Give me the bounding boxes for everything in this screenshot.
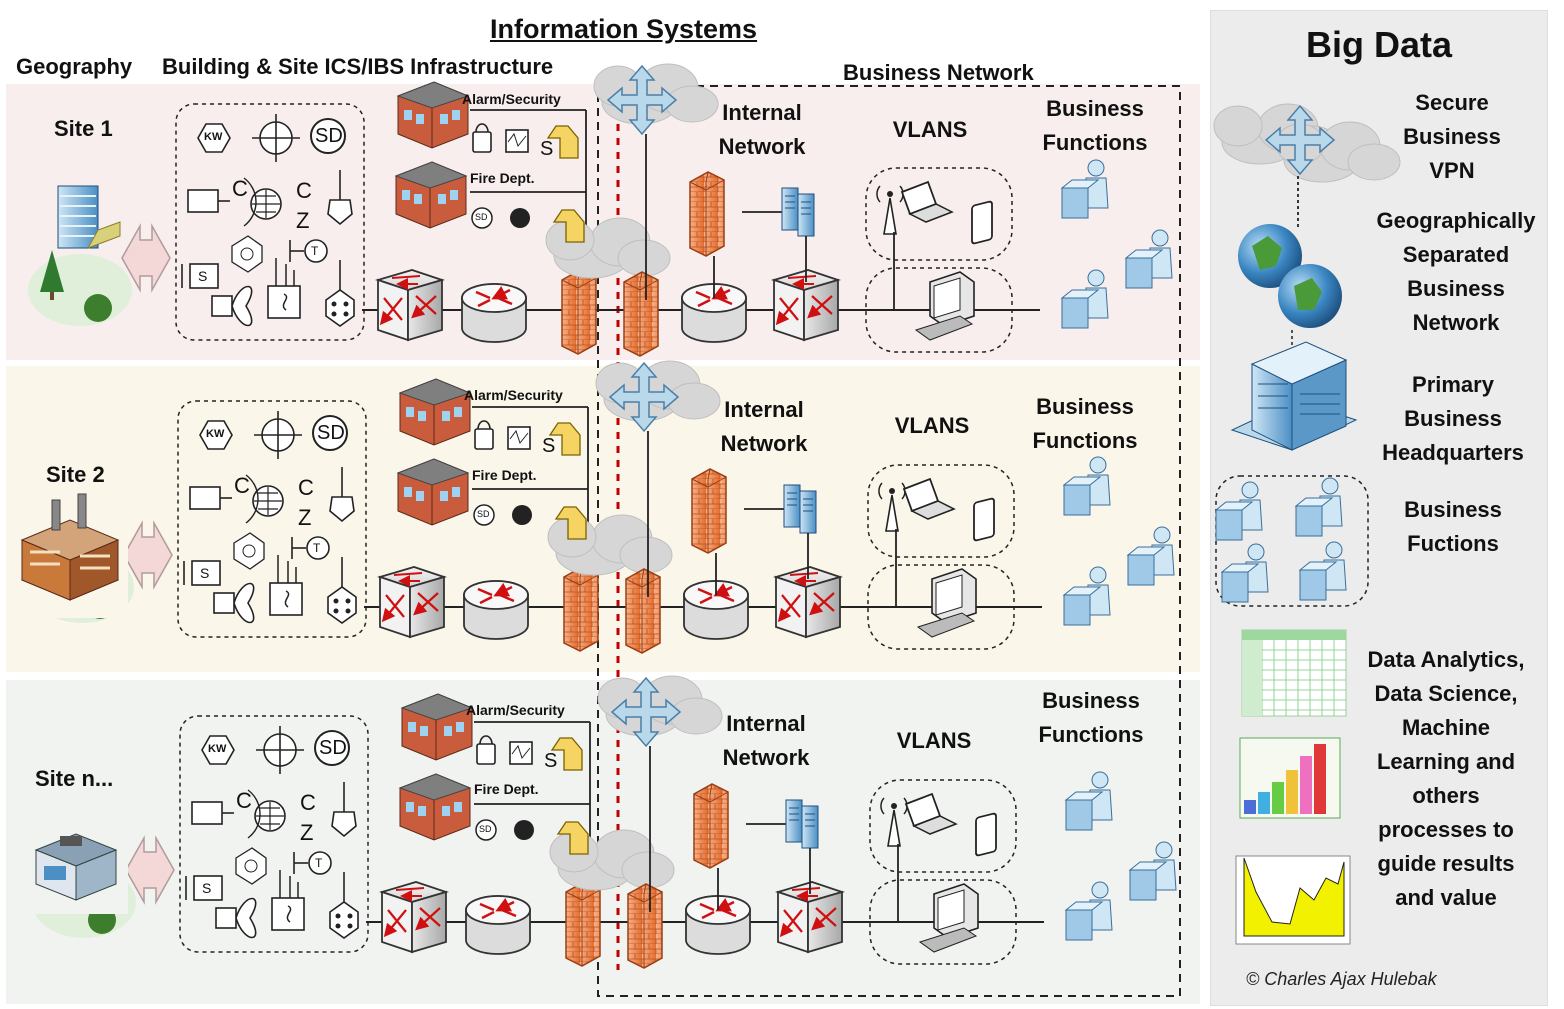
t-symbol: T — [313, 541, 321, 555]
fire-dept-label: Fire Dept. — [474, 781, 539, 797]
site-2-band — [6, 366, 1200, 672]
geo-separated-label: Geographically Separated Business Networ… — [1376, 208, 1536, 335]
z-symbol: Z — [298, 505, 312, 530]
kw-symbol: KW — [208, 743, 227, 755]
sd-symbol: SD — [317, 422, 345, 444]
analytics-label: Data Analytics, Data Science, Machine Le… — [1367, 647, 1525, 910]
s-symbol: S — [202, 880, 212, 896]
c-symbol: C — [232, 176, 248, 201]
kw-symbol: KW — [206, 428, 225, 440]
c-symbol-2: C — [300, 790, 316, 815]
secure-vpn-label: Secure Business VPN — [1403, 90, 1501, 183]
vlans-label: VLANS — [892, 117, 968, 142]
fire-dept-label: Fire Dept. — [472, 467, 537, 483]
z-symbol: Z — [300, 820, 314, 845]
internal-network-label: Internal Network — [718, 100, 806, 159]
c-symbol: C — [234, 473, 250, 498]
business-fuctions-label: Business Fuctions — [1404, 497, 1502, 556]
s-symbol: S — [198, 268, 208, 284]
business-network-header: Business Network — [843, 60, 1034, 85]
kw-symbol: KW — [204, 131, 223, 143]
vlans-label: VLANS — [894, 413, 970, 438]
alarm-s-symbol: S — [542, 435, 556, 457]
office-graphic — [16, 794, 128, 914]
sd-symbol: SD — [319, 737, 347, 759]
building-infrastructure-header: Building & Site ICS/IBS Infrastructure — [162, 54, 554, 79]
alarm-security-label: Alarm/Security — [464, 387, 563, 403]
alarm-security-label: Alarm/Security — [466, 702, 565, 718]
vlans-label: VLANS — [896, 728, 972, 753]
fire-dept-label: Fire Dept. — [470, 170, 535, 186]
alarm-security-label: Alarm/Security — [462, 91, 561, 107]
c-symbol-2: C — [298, 475, 314, 500]
hq-label: Primary Business Headquarters — [1382, 372, 1524, 465]
copyright: © Charles Ajax Hulebak — [1246, 969, 1437, 989]
fire-sd-symbol: SD — [475, 212, 488, 222]
t-symbol: T — [311, 244, 319, 258]
site-1-row — [28, 63, 1173, 357]
c-symbol-2: C — [296, 178, 312, 203]
fire-sd-symbol: SD — [477, 509, 490, 519]
sd-symbol: SD — [315, 125, 343, 147]
alarm-s-symbol: S — [544, 750, 558, 772]
business-functions-label: Business Functions — [1038, 688, 1144, 747]
internal-network-label: Internal Network — [720, 397, 808, 456]
s-symbol: S — [200, 565, 210, 581]
z-symbol: Z — [296, 208, 310, 233]
site-1-label: Site 1 — [54, 116, 113, 141]
t-symbol: T — [315, 856, 323, 870]
business-functions-label: Business Functions — [1032, 394, 1138, 453]
fire-sd-symbol: SD — [479, 824, 492, 834]
geography-header: Geography — [16, 54, 133, 79]
site-n-row — [32, 676, 1176, 968]
site-2-row — [30, 361, 1174, 653]
factory-graphic — [16, 478, 128, 618]
site-n-label: Site n... — [35, 766, 114, 791]
internal-network-label: Internal Network — [722, 711, 810, 770]
business-functions-label: Business Functions — [1042, 96, 1148, 155]
big-data-panel — [1210, 10, 1548, 1006]
c-symbol: C — [236, 788, 252, 813]
site-2-label: Site 2 — [46, 462, 105, 487]
information-systems-title: Information Systems — [490, 14, 758, 44]
alarm-s-symbol: S — [540, 138, 554, 160]
big-data-title: Big Data — [1306, 24, 1453, 65]
